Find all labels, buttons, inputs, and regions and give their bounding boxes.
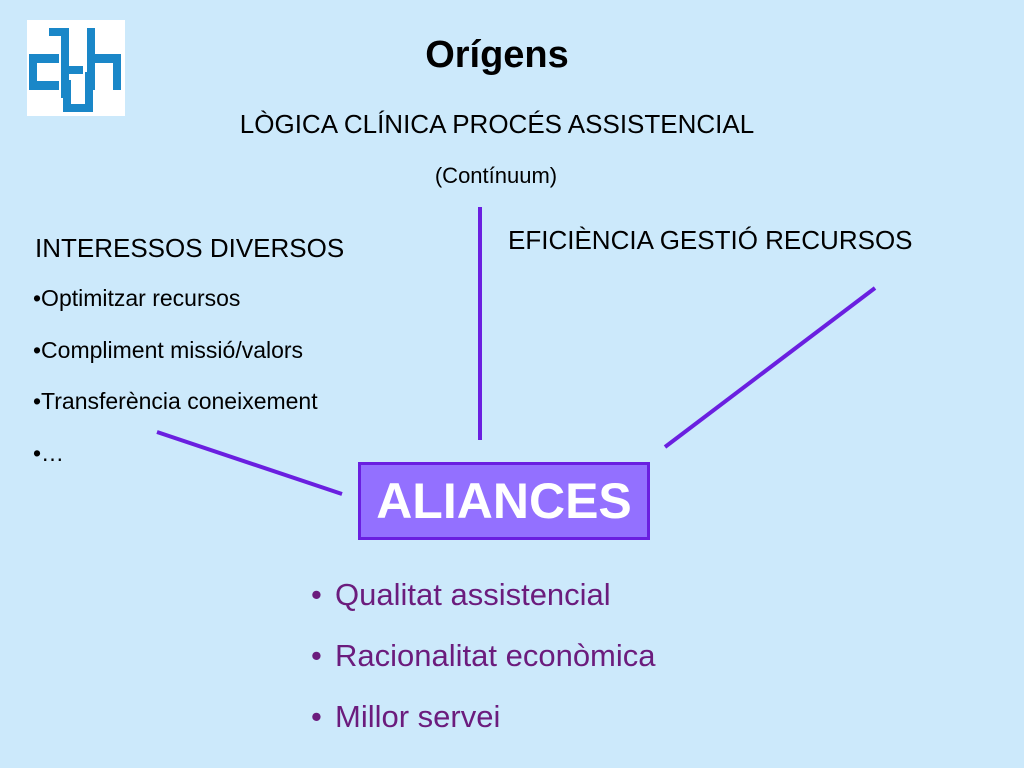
slide-title: Orígens: [425, 34, 569, 76]
logo: [27, 20, 125, 116]
outcomes-list: • Qualitat assistencial • Racionalitat eco…: [311, 577, 656, 760]
aliances-label: ALIANCES: [376, 473, 632, 529]
aliances-box: ALIANCES: [358, 462, 650, 540]
outcome-bullet: •: [311, 699, 322, 734]
efficiency-label: EFICIÈNCIA GESTIÓ RECURSOS: [508, 225, 913, 255]
subtitle-note: (Contínuum): [434, 163, 558, 188]
interests-heading: INTERESSOS DIVERSOS: [35, 233, 345, 263]
interests-item: •Optimitzar recursos: [33, 285, 241, 311]
outcome-item: • Qualitat assistencial: [311, 577, 656, 638]
outcome-bullet: •: [311, 577, 322, 612]
interests-list: •Optimitzar recursos •Compliment missió/…: [33, 285, 318, 491]
outcome-item: • Millor servei: [311, 699, 656, 760]
outcome-text: Qualitat assistencial: [335, 577, 611, 612]
cdu-logo-icon: [29, 28, 121, 112]
connector-right: [663, 286, 877, 449]
outcome-text: Racionalitat econòmica: [335, 638, 656, 673]
interests-item: •…: [33, 439, 65, 466]
outcome-item: • Racionalitat econòmica: [311, 638, 656, 699]
interests-item: •Compliment missió/valors: [33, 336, 304, 363]
outcome-text: Millor servei: [335, 699, 501, 734]
connector-left: [156, 430, 343, 496]
interests-item: •Transferència coneixement: [33, 388, 318, 414]
slide-subtitle: LÒGICA CLÍNICA PROCÉS ASSISTENCIAL: [239, 109, 755, 139]
outcome-bullet: •: [311, 638, 322, 673]
